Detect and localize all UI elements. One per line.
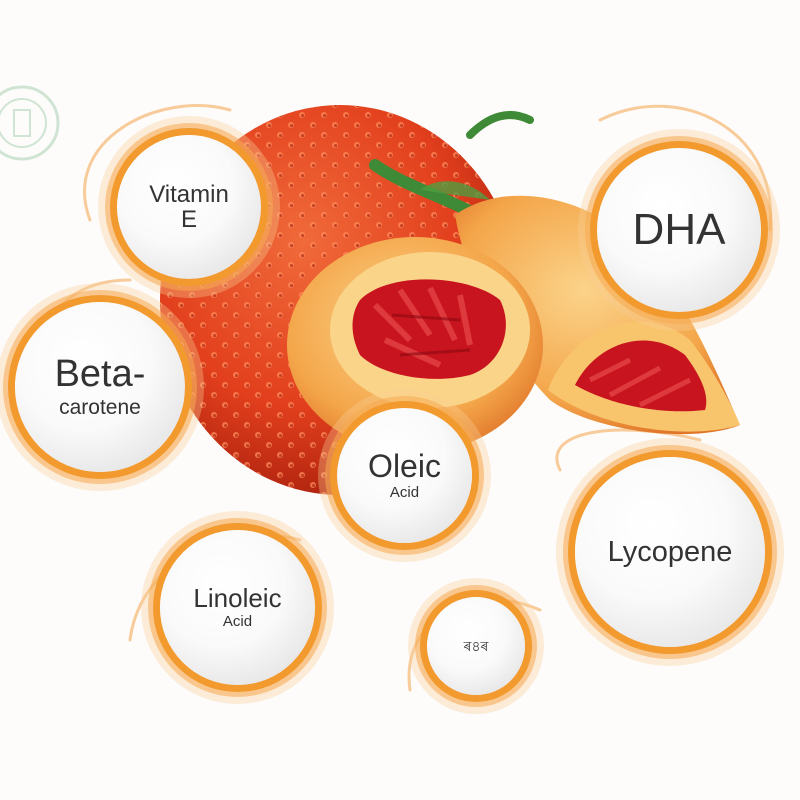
oleic-acid-line1: Oleic [368,447,441,484]
watermark-seal [0,85,60,161]
lycopene-label: Lycopene [607,535,733,568]
small-bubble-label: ৰ৪ৰ [463,637,489,654]
halved-fruit-center [287,237,543,453]
vitamin-e-line1: Vitamin [149,180,229,208]
linoleic-acid-bubble: Linoleic Acid [160,530,315,685]
oleic-acid-bubble: Oleic Acid [337,408,472,543]
beta-carotene-line1: Beta- [54,353,146,396]
linoleic-acid-line2: Acid [222,613,253,631]
vitamin-e-bubble: Vitamin E [117,135,261,279]
dha-bubble: DHA [597,148,761,312]
oleic-acid-line2: Acid [389,484,420,502]
beta-carotene-line2: carotene [59,395,141,419]
halved-fruit-right [455,195,740,435]
vitamin-e-line2: E [180,206,197,233]
linoleic-acid-line1: Linoleic [193,582,282,613]
lycopene-bubble: Lycopene [575,457,765,647]
beta-carotene-bubble: Beta- carotene [15,302,185,472]
small-bubble: ৰ৪ৰ [427,597,525,695]
dha-label: DHA [632,204,726,254]
